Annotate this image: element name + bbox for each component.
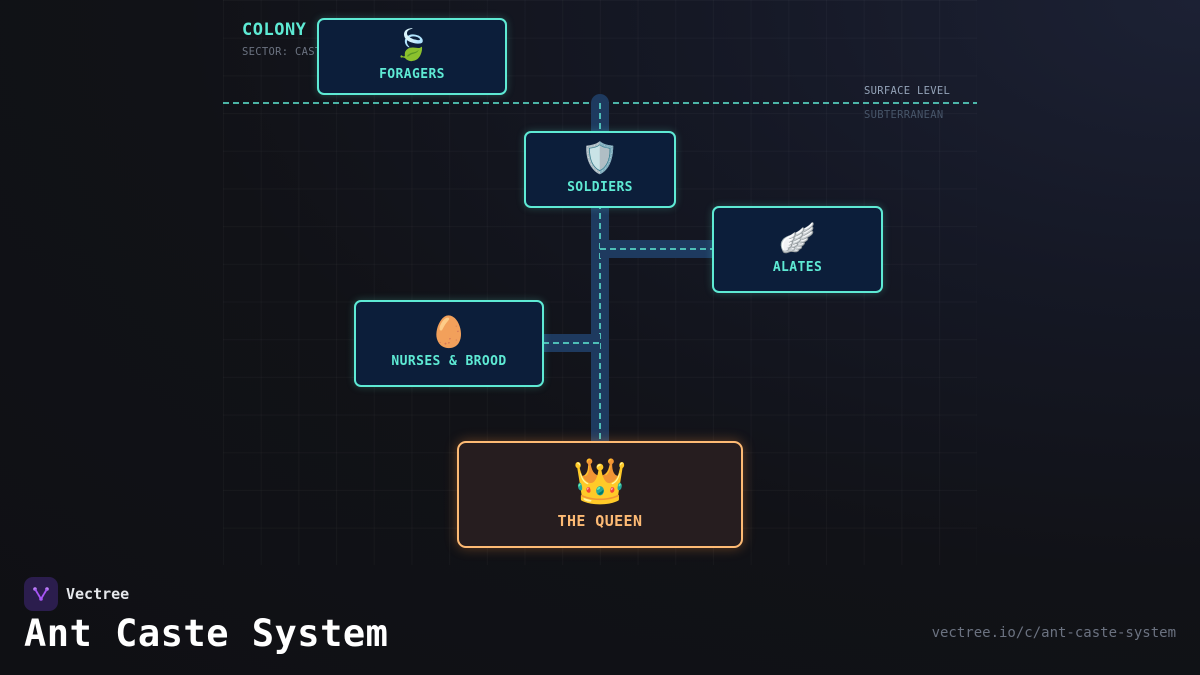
node-queen[interactable]: 👑 THE QUEEN [457, 441, 743, 548]
node-label: ALATES [772, 260, 823, 275]
surface-level-label: SURFACE LEVEL [864, 85, 951, 97]
page-url-link[interactable]: vectree.io/c/ant-caste-system [931, 625, 1176, 641]
node-label: THE QUEEN [557, 511, 643, 530]
leaf-icon: 🍃 [393, 28, 431, 63]
node-alates[interactable]: 🪽 ALATES [712, 206, 883, 293]
wing-icon: 🪽 [778, 221, 817, 256]
node-nurses[interactable]: 🥚 NURSES & BROOD [354, 300, 544, 387]
crown-icon: 👑 [572, 455, 628, 507]
shield-icon: 🛡️ [581, 141, 619, 176]
brand[interactable]: Vectree [24, 577, 129, 611]
vectree-logo-icon [24, 577, 58, 611]
subterranean-label: SUBTERRANEAN [864, 109, 944, 121]
node-label: NURSES & BROOD [391, 354, 507, 369]
egg-icon: 🥚 [430, 315, 468, 350]
node-label: SOLDIERS [567, 180, 633, 195]
node-soldiers[interactable]: 🛡️ SOLDIERS [524, 131, 676, 208]
node-label: FORAGERS [379, 67, 445, 82]
page-title: Ant Caste System [24, 612, 389, 655]
node-foragers[interactable]: 🍃 FORAGERS [317, 18, 507, 95]
brand-name: Vectree [66, 585, 130, 603]
